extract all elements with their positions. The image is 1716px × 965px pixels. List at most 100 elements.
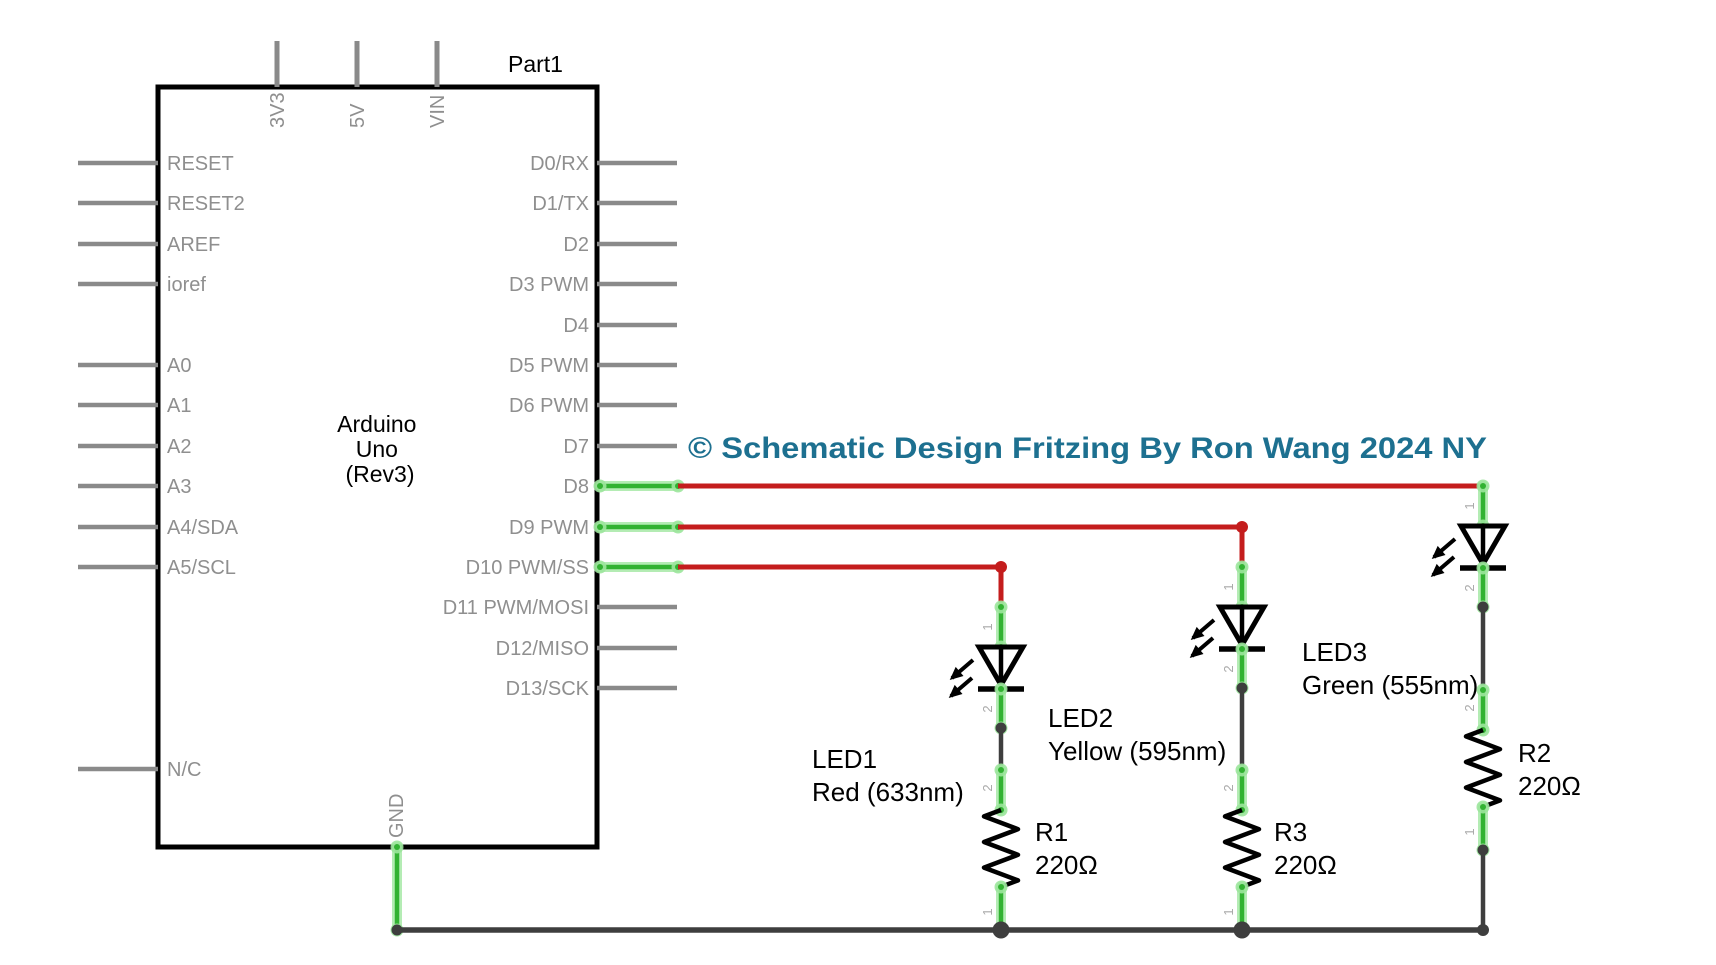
part-bottom-pins: GND bbox=[386, 794, 408, 838]
led3-symbol[interactable]: 12 bbox=[1430, 479, 1510, 614]
pin-label-A1: A1 bbox=[167, 395, 191, 417]
gnd-pin-wire-dot bbox=[394, 844, 400, 850]
led1-pin1-digit: 1 bbox=[980, 623, 995, 630]
part-name-line1: Arduino bbox=[337, 411, 416, 437]
led3-pin2-dot bbox=[1480, 565, 1486, 571]
led-ref-label[interactable]: LED1 bbox=[812, 744, 877, 774]
led-ref-label[interactable]: LED3 bbox=[1302, 637, 1367, 667]
r3-pin2-digit: 2 bbox=[1221, 784, 1236, 791]
arduino-part[interactable]: Part1 Arduino Uno (Rev3) RESETRESET2AREF… bbox=[78, 41, 685, 850]
led2-pin2-digit: 2 bbox=[1221, 665, 1236, 672]
r3-symbol[interactable]: 21 bbox=[1221, 763, 1262, 937]
led2-pin1-dot bbox=[1239, 564, 1245, 570]
led2-pin1-digit: 1 bbox=[1221, 583, 1236, 590]
res-val-label[interactable]: 220Ω bbox=[1518, 771, 1581, 801]
led1-pin2-digit: 2 bbox=[980, 705, 995, 712]
led1-pin2-dot bbox=[998, 686, 1004, 692]
pin-label-D7: D7 bbox=[563, 436, 589, 458]
pin-label-A2: A2 bbox=[167, 436, 191, 458]
pin-leg-D10 PWM/SS-dot bbox=[597, 564, 603, 570]
led-spec-label[interactable]: Yellow (595nm) bbox=[1048, 736, 1226, 766]
pin-label-D13/SCK: D13/SCK bbox=[506, 678, 590, 700]
led3-pin2-digit: 2 bbox=[1462, 584, 1477, 591]
r1-pin1-digit: 1 bbox=[980, 908, 995, 915]
copyright-title[interactable]: © Schematic Design Fritzing By Ron Wang … bbox=[688, 432, 1487, 465]
pin-label-D1/TX: D1/TX bbox=[532, 193, 589, 215]
ground-wires bbox=[390, 840, 1483, 937]
bus-junction-dot bbox=[1477, 924, 1489, 936]
pin-leg-D8-dot bbox=[597, 483, 603, 489]
pin-label-A3: A3 bbox=[167, 476, 191, 498]
res-val-label[interactable]: 220Ω bbox=[1274, 850, 1337, 880]
resistor-zigzag bbox=[1463, 727, 1503, 809]
r2-symbol[interactable]: 21 bbox=[1462, 683, 1503, 857]
wire-red-led1[interactable] bbox=[678, 564, 1004, 607]
led-light-arrow-icon bbox=[949, 658, 975, 680]
r2-pin1-digit: 1 bbox=[1462, 828, 1477, 835]
part-name-line3: (Rev3) bbox=[345, 461, 414, 487]
part-name-label: Arduino Uno (Rev3) bbox=[337, 411, 423, 487]
pin-label-VIN: VIN bbox=[427, 95, 449, 128]
led-spec-label[interactable]: Red (633nm) bbox=[812, 777, 964, 807]
pin-label-D10 PWM/SS: D10 PWM/SS bbox=[466, 557, 589, 579]
bus-junction-dot bbox=[1233, 921, 1251, 939]
r2-pin2-dot bbox=[1480, 687, 1486, 693]
r2-pin2-digit: 2 bbox=[1462, 704, 1477, 711]
pin-leg-D9 PWM-dot bbox=[597, 524, 603, 530]
pin-label-A0: A0 bbox=[167, 355, 191, 377]
pin-label-D9 PWM: D9 PWM bbox=[509, 517, 589, 539]
r2-pin1-dot bbox=[1480, 804, 1486, 810]
r3-pin2-dot bbox=[1239, 767, 1245, 773]
resistor-zigzag bbox=[981, 807, 1021, 889]
led-light-arrow-icon bbox=[1189, 636, 1215, 658]
pin-label-D8: D8 bbox=[563, 476, 589, 498]
pin-label-ioref: ioref bbox=[167, 274, 206, 296]
part-designator-label[interactable]: Part1 bbox=[508, 51, 563, 77]
led-ref-label[interactable]: LED2 bbox=[1048, 703, 1113, 733]
led2-symbol[interactable]: 12 bbox=[1189, 560, 1269, 695]
part-body[interactable] bbox=[155, 84, 600, 850]
r1-pin1-dot bbox=[998, 884, 1004, 890]
pin-label-D3 PWM: D3 PWM bbox=[509, 274, 589, 296]
res-ref-label[interactable]: R3 bbox=[1274, 817, 1307, 847]
pin-label-D5 PWM: D5 PWM bbox=[509, 355, 589, 377]
pin-label-D4: D4 bbox=[563, 315, 589, 337]
r1-symbol[interactable]: 21 bbox=[980, 763, 1021, 937]
r1-pin2-dot bbox=[998, 767, 1004, 773]
pin-label-D2: D2 bbox=[563, 234, 589, 256]
r3-pin1-dot bbox=[1239, 884, 1245, 890]
res-val-label[interactable]: 220Ω bbox=[1035, 850, 1098, 880]
gnd-junction-dot bbox=[391, 924, 403, 936]
res-ref-label[interactable]: R1 bbox=[1035, 817, 1068, 847]
led2-pin2-dot bbox=[1239, 646, 1245, 652]
wire-corner-dot bbox=[995, 561, 1007, 573]
bus-junction-dot bbox=[992, 921, 1010, 939]
r1-pin2-digit: 2 bbox=[980, 784, 995, 791]
pin-label-GND: GND bbox=[386, 794, 408, 838]
pin-label-A5/SCL: A5/SCL bbox=[167, 557, 236, 579]
res-ref-label[interactable]: R2 bbox=[1518, 738, 1551, 768]
pin-label-3V3: 3V3 bbox=[267, 92, 289, 128]
pin-label-D0/RX: D0/RX bbox=[530, 153, 589, 175]
led-light-arrow-icon bbox=[1430, 555, 1456, 577]
part-name-line2: Uno bbox=[356, 436, 398, 462]
wire-red-led2[interactable] bbox=[678, 524, 1245, 567]
led-light-arrow-icon bbox=[1431, 537, 1457, 559]
wire-corner-dot bbox=[1236, 521, 1248, 533]
pin-label-D6 PWM: D6 PWM bbox=[509, 395, 589, 417]
led1-symbol[interactable]: 12 bbox=[948, 600, 1028, 735]
pin-label-AREF: AREF bbox=[167, 234, 220, 256]
led-light-arrow-icon bbox=[1190, 618, 1216, 640]
part-left-pins: RESETRESET2AREFiorefA0A1A2A3A4/SDAA5/SCL… bbox=[78, 153, 245, 781]
resistor-zigzag bbox=[1222, 807, 1262, 889]
led-light-arrow-icon bbox=[948, 676, 974, 698]
led-spec-label[interactable]: Green (555nm) bbox=[1302, 670, 1478, 700]
pin-label-D12/MISO: D12/MISO bbox=[496, 638, 589, 660]
